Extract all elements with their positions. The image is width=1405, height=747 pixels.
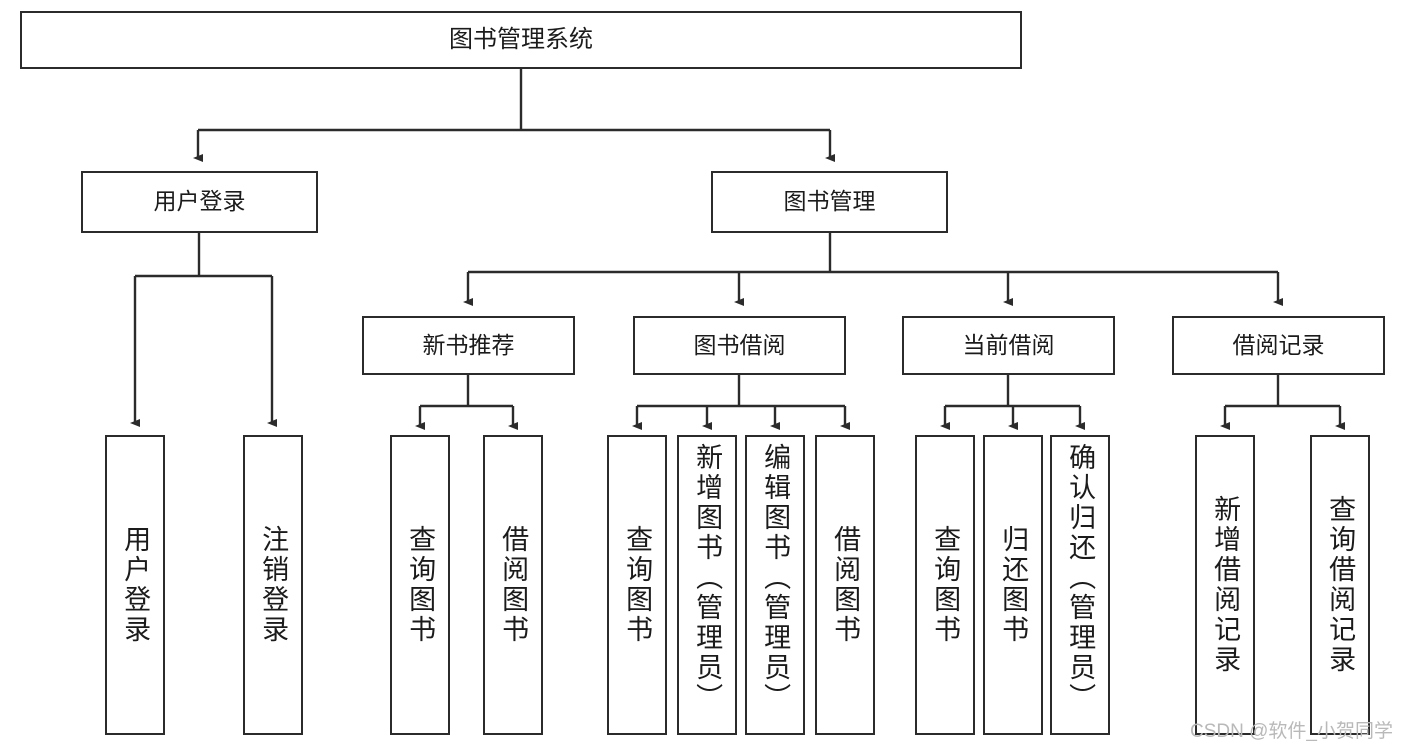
leaf-newbook-query-book-inner: 查询图书 (392, 437, 448, 733)
leaf-newbook-query-book[interactable]: 查询图书 (390, 435, 450, 735)
leaf-borrow-borrow-book-inner: 借阅图书 (817, 437, 873, 733)
leaf-user-login-inner: 用户登录 (107, 437, 163, 733)
leaf-logout-label: 注销登录 (258, 525, 289, 645)
leaf-logout[interactable]: 注销登录 (243, 435, 303, 735)
leaf-logout-inner: 注销登录 (245, 437, 301, 733)
leaf-newbook-borrow-book-inner: 借阅图书 (485, 437, 541, 733)
leaf-user-login[interactable]: 用户登录 (105, 435, 165, 735)
leaf-borrow-edit-book-admin[interactable]: 编辑图书（管理员） (745, 435, 805, 735)
node-borrow-record[interactable]: 借阅记录 (1172, 316, 1385, 375)
leaf-current-query-book-inner: 查询图书 (917, 437, 973, 733)
node-current-borrow-label: 当前借阅 (962, 331, 1055, 358)
node-book-management-label: 图书管理 (783, 188, 876, 215)
leaf-record-add-borrow-record-inner: 新增借阅记录 (1197, 437, 1253, 733)
leaf-record-add-borrow-record[interactable]: 新增借阅记录 (1195, 435, 1255, 735)
leaf-current-confirm-return-admin-label: 确认归还（管理员） (1065, 443, 1096, 713)
node-borrow-record-label: 借阅记录 (1232, 331, 1325, 358)
leaf-newbook-borrow-book[interactable]: 借阅图书 (483, 435, 543, 735)
leaf-borrow-add-book-admin-inner: 新增图书（管理员） (679, 437, 735, 739)
leaf-newbook-query-book-label: 查询图书 (405, 525, 436, 645)
node-user-login-label: 用户登录 (153, 188, 246, 215)
leaf-user-login-label: 用户登录 (120, 525, 151, 645)
leaf-current-confirm-return-admin[interactable]: 确认归还（管理员） (1050, 435, 1110, 735)
leaf-record-query-borrow-record-inner: 查询借阅记录 (1312, 437, 1368, 733)
leaf-current-query-book-label: 查询图书 (930, 525, 961, 645)
leaf-borrow-query-book-inner: 查询图书 (609, 437, 665, 733)
leaf-borrow-edit-book-admin-label: 编辑图书（管理员） (760, 443, 791, 713)
node-book-borrow[interactable]: 图书借阅 (633, 316, 846, 375)
leaf-borrow-add-book-admin-label: 新增图书（管理员） (692, 443, 723, 713)
leaf-current-return-book-inner: 归还图书 (985, 437, 1041, 733)
node-current-borrow[interactable]: 当前借阅 (902, 316, 1115, 375)
leaf-current-confirm-return-admin-inner: 确认归还（管理员） (1052, 437, 1108, 739)
leaf-current-query-book[interactable]: 查询图书 (915, 435, 975, 735)
leaf-borrow-query-book[interactable]: 查询图书 (607, 435, 667, 735)
node-root-book-management-system[interactable]: 图书管理系统 (20, 11, 1022, 69)
node-book-management[interactable]: 图书管理 (711, 171, 948, 233)
node-book-borrow-label: 图书借阅 (693, 331, 786, 358)
leaf-record-query-borrow-record-label: 查询借阅记录 (1325, 495, 1356, 675)
leaf-current-return-book-label: 归还图书 (998, 525, 1029, 645)
leaf-record-query-borrow-record[interactable]: 查询借阅记录 (1310, 435, 1370, 735)
leaf-borrow-borrow-book-label: 借阅图书 (830, 525, 861, 645)
leaf-borrow-borrow-book[interactable]: 借阅图书 (815, 435, 875, 735)
node-root-label: 图书管理系统 (449, 25, 593, 53)
leaf-borrow-add-book-admin[interactable]: 新增图书（管理员） (677, 435, 737, 735)
leaf-borrow-query-book-label: 查询图书 (622, 525, 653, 645)
leaf-current-return-book[interactable]: 归还图书 (983, 435, 1043, 735)
csdn-watermark: CSDN @软件_小贺同学 (1190, 716, 1393, 743)
csdn-watermark-text: CSDN @软件_小贺同学 (1190, 721, 1393, 742)
leaf-newbook-borrow-book-label: 借阅图书 (498, 525, 529, 645)
leaf-record-add-borrow-record-label: 新增借阅记录 (1210, 495, 1241, 675)
node-user-login[interactable]: 用户登录 (81, 171, 318, 233)
node-new-book-recommend-label: 新书推荐 (422, 331, 515, 358)
node-new-book-recommend[interactable]: 新书推荐 (362, 316, 575, 375)
leaf-borrow-edit-book-admin-inner: 编辑图书（管理员） (747, 437, 803, 739)
